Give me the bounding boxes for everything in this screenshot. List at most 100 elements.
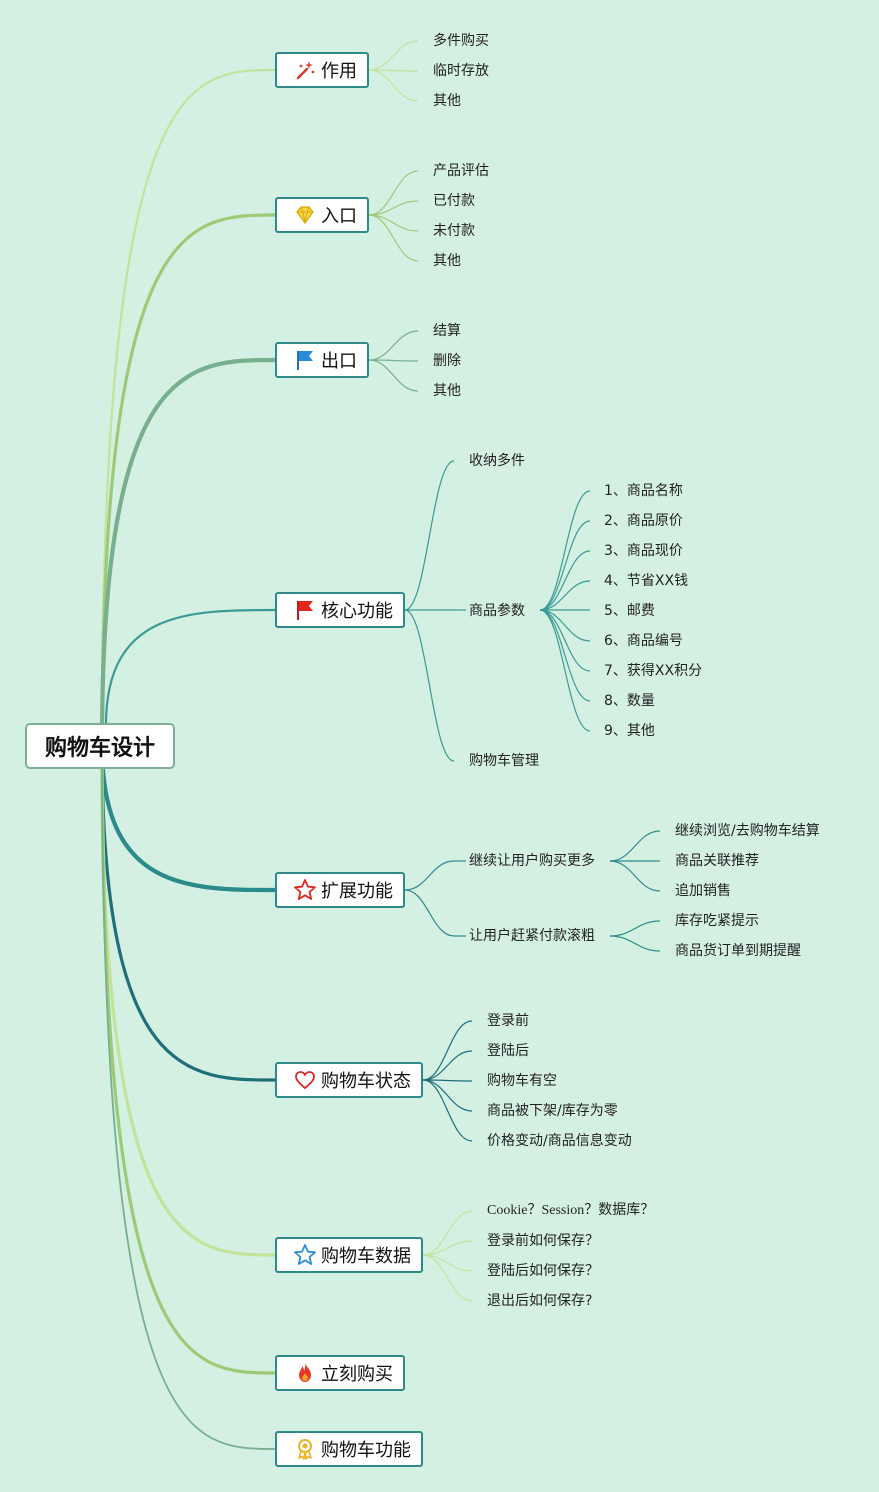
connector-root-core xyxy=(104,608,277,727)
leaf-status-4[interactable]: 商品被下架/库存为零 xyxy=(487,1103,618,1119)
branch-label: 作用 xyxy=(321,61,357,82)
leaf-core-1[interactable]: 收纳多件 xyxy=(469,453,525,469)
leaf-status-2[interactable]: 登陆后 xyxy=(487,1043,529,1059)
branch-label: 购物车数据 xyxy=(321,1246,411,1267)
connector-root-zuoyong xyxy=(100,68,277,747)
leaf-status-1[interactable]: 登录前 xyxy=(487,1013,529,1029)
leaf-data-4[interactable]: 退出后如何保存? xyxy=(487,1293,593,1309)
leaf-param-7[interactable]: 7、获得XX积分 xyxy=(604,663,703,679)
connector-status-5 xyxy=(422,1079,473,1142)
leaf-core-2[interactable]: 商品参数 xyxy=(469,603,525,619)
leaf-param-4[interactable]: 4、节省XX钱 xyxy=(604,573,689,589)
leaf-chukou-1[interactable]: 结算 xyxy=(433,323,461,339)
branch-rukou[interactable]: 入口 xyxy=(275,197,369,233)
leaf-ext-hurry-2[interactable]: 商品货订单到期提醒 xyxy=(675,943,801,959)
leaf-core-3[interactable]: 购物车管理 xyxy=(469,753,539,769)
connector-root-chukou xyxy=(99,357,278,748)
branch-core[interactable]: 核心功能 xyxy=(275,592,405,628)
branch-label: 扩展功能 xyxy=(321,881,393,902)
leaf-zuoyong-3[interactable]: 其他 xyxy=(433,93,461,109)
connector-params-2 xyxy=(539,520,591,611)
connector-status-2 xyxy=(422,1050,473,1081)
branch-status[interactable]: 购物车状态 xyxy=(275,1062,423,1098)
leaf-ext-1[interactable]: 继续让用户购买更多 xyxy=(469,853,595,869)
outline-star-icon xyxy=(293,1243,317,1267)
branch-label: 购物车状态 xyxy=(321,1071,411,1092)
leaf-data-3[interactable]: 登陆后如何保存？ xyxy=(487,1263,599,1279)
connector-root-ext xyxy=(99,742,278,893)
leaf-chukou-2[interactable]: 删除 xyxy=(433,353,461,369)
leaf-data-2[interactable]: 登录前如何保存？ xyxy=(487,1233,599,1249)
connector-ext-more-1 xyxy=(609,830,661,862)
leaf-param-8[interactable]: 8、数量 xyxy=(604,693,655,709)
leaf-status-5[interactable]: 价格变动/商品信息变动 xyxy=(487,1133,632,1149)
leaf-ext-more-3[interactable]: 追加销售 xyxy=(675,883,731,899)
branch-func[interactable]: 购物车功能 xyxy=(275,1431,423,1467)
leaf-rukou-2[interactable]: 已付款 xyxy=(433,193,475,209)
connector-zuoyong-3 xyxy=(368,69,419,102)
connector-params-4 xyxy=(539,580,591,611)
leaf-rukou-1[interactable]: 产品评估 xyxy=(433,163,489,179)
connector-root-status xyxy=(100,743,277,1082)
connector-root-func xyxy=(101,744,276,1450)
fire-icon xyxy=(293,1361,317,1385)
leaf-ext-more-1[interactable]: 继续浏览/去购物车结算 xyxy=(675,823,820,839)
connector-params-3 xyxy=(539,550,591,611)
leaf-param-6[interactable]: 6、商品编号 xyxy=(604,633,683,649)
connector-rukou-2 xyxy=(368,200,419,216)
connector-params-1 xyxy=(539,490,591,611)
connector-core-1 xyxy=(404,460,455,611)
connector-data-1 xyxy=(422,1210,473,1256)
leaf-status-3[interactable]: 购物车有空 xyxy=(487,1073,557,1089)
leaf-ext-hurry-1[interactable]: 库存吃紧提示 xyxy=(675,913,759,929)
leaf-ext-more-2[interactable]: 商品关联推荐 xyxy=(675,853,759,869)
leaf-zuoyong-2[interactable]: 临时存放 xyxy=(433,63,489,79)
leaf-param-9[interactable]: 9、其他 xyxy=(604,723,655,739)
leaf-param-2[interactable]: 2、商品原价 xyxy=(604,513,683,529)
star-icon xyxy=(293,878,317,902)
branch-buy[interactable]: 立刻购买 xyxy=(275,1355,405,1391)
leaf-rukou-3[interactable]: 未付款 xyxy=(433,223,475,239)
connector-root-data xyxy=(100,743,277,1257)
connector-root-rukou xyxy=(100,213,277,747)
leaf-param-3[interactable]: 3、商品现价 xyxy=(604,543,683,559)
connector-rukou-1 xyxy=(368,170,419,216)
connector-status-4 xyxy=(422,1079,473,1112)
red-flag-icon xyxy=(293,598,317,622)
connector-ext-2 xyxy=(404,889,455,937)
branch-label: 出口 xyxy=(321,351,357,372)
connector-status-1 xyxy=(422,1020,473,1081)
branch-zuoyong[interactable]: 作用 xyxy=(275,52,369,88)
leaf-ext-2[interactable]: 让用户赶紧付款滚粗 xyxy=(469,928,595,944)
connector-ext-hurry-1 xyxy=(609,920,661,937)
blue-flag-icon xyxy=(293,348,317,372)
connector-data-4 xyxy=(422,1254,473,1302)
branch-label: 购物车功能 xyxy=(321,1440,411,1461)
branch-label: 入口 xyxy=(321,206,357,227)
leaf-zuoyong-1[interactable]: 多件购买 xyxy=(433,33,489,49)
leaf-rukou-4[interactable]: 其他 xyxy=(433,253,461,269)
branch-chukou[interactable]: 出口 xyxy=(275,342,369,378)
branch-data[interactable]: 购物车数据 xyxy=(275,1237,423,1273)
leaf-param-1[interactable]: 1、商品名称 xyxy=(604,483,683,499)
connector-chukou-1 xyxy=(368,330,419,361)
leaf-chukou-3[interactable]: 其他 xyxy=(433,383,461,399)
root-node[interactable]: 购物车设计 xyxy=(25,723,175,769)
leaf-param-5[interactable]: 5、邮费 xyxy=(604,603,655,619)
leaf-data-1[interactable]: Cookie？Session？数据库？ xyxy=(487,1203,655,1218)
branch-label: 立刻购买 xyxy=(321,1364,393,1385)
connector-ext-hurry-2 xyxy=(609,935,661,952)
connector-chukou-3 xyxy=(368,359,419,392)
connector-params-8 xyxy=(539,609,591,702)
connector-params-9 xyxy=(539,609,591,732)
branch-ext[interactable]: 扩展功能 xyxy=(275,872,405,908)
heart-icon xyxy=(293,1068,317,1092)
connector-data-2 xyxy=(422,1240,473,1256)
magic-wand-icon xyxy=(293,58,317,82)
diamond-icon xyxy=(293,203,317,227)
connector-root-buy xyxy=(100,743,277,1375)
connector-ext-more-3 xyxy=(609,860,661,892)
medal-icon xyxy=(293,1437,317,1461)
